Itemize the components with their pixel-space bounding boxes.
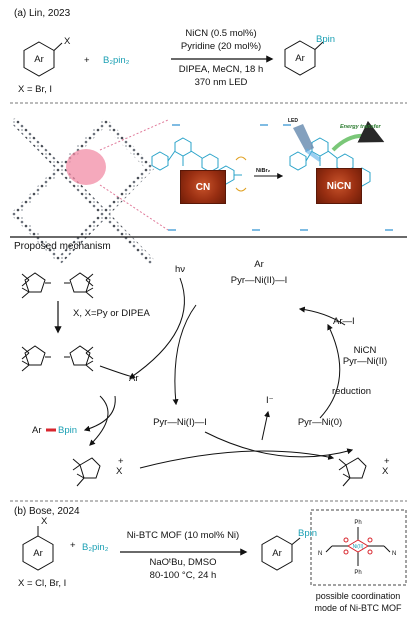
section-b-header: (b) Bose, 2024 (14, 506, 80, 517)
inset-ph-top: Ph (354, 520, 362, 526)
reactant-a-substituent: X (64, 36, 71, 47)
inset-ni-center: Ni(II) (352, 544, 364, 550)
b2pin2-a: B₂pin₂ (103, 55, 130, 66)
boryl-byproduct-charge-right: + (384, 456, 390, 467)
reactant-b-benzene (22, 526, 54, 571)
oxidative-addition-arrow (298, 306, 346, 326)
temperature-condition: 80-100 °C, 24 h (149, 570, 217, 581)
inset-n-right: N (392, 551, 397, 557)
lewis-base-label: X, X=Py or DIPEA (73, 308, 150, 319)
nicn-material-image: NiCN (316, 168, 362, 204)
inset-caption-line2: mode of Ni-BTC MOF (314, 603, 402, 613)
light-condition: 370 nm LED (194, 77, 248, 88)
nicn-mechanism-label: NiCN (353, 345, 377, 356)
ni2-aryl-complex: Pyr—Ni(II)—I (230, 275, 288, 286)
hv-label: hν (175, 264, 186, 275)
base-solvent-condition: NaOᵗBu, DMSO (149, 557, 217, 568)
section-a-header: (a) Lin, 2023 (14, 8, 71, 19)
product-b-benzene (261, 535, 301, 571)
product-a-bpin: Bpin (316, 34, 336, 45)
coordination-inset-frame (310, 509, 407, 586)
cn-label: CN (195, 181, 211, 193)
product-a-ring-label: Ar (295, 53, 305, 64)
cycle-ni0-to-ni2-arrow (319, 323, 341, 419)
mof-lattice (11, 118, 155, 264)
coordination-structure (325, 527, 391, 566)
nibr2-label: NiBr₂ (256, 168, 271, 174)
substrate-scope-a: X = Br, I (18, 84, 53, 95)
reactant-a-benzene (23, 41, 63, 77)
ni1-to-ni0-arrow (204, 431, 354, 458)
product-ar: Ar (32, 425, 42, 436)
blue-dashes (168, 124, 393, 231)
iodide-arrow (261, 410, 270, 441)
cn-material-image: CN (180, 170, 226, 204)
product-b-ring-label: Ar (272, 548, 282, 559)
zoom-line-bottom (99, 184, 169, 231)
catalyst-condition: NiCN (0.5 mol%) (185, 28, 257, 39)
hv-arrow (129, 277, 185, 379)
coupling-arrow (83, 395, 116, 432)
adduct-to-radical-arrow (99, 365, 134, 378)
plus-sign-a: + (84, 55, 90, 66)
ni1-complex: Pyr—Ni(I)—I (153, 417, 207, 428)
ni0-complex: Pyr—Ni(0) (297, 417, 343, 428)
aryl-iodide: Ar—I (333, 316, 355, 327)
energy-transfer-label: Energy transfer (340, 124, 381, 130)
reactant-b-ring-label: Ar (33, 548, 43, 559)
aryl-radical: Ar (129, 373, 139, 384)
iodide-anion: I⁻ (266, 395, 274, 406)
nicn-label: NiCN (326, 180, 352, 192)
energy-transfer-arrow (331, 120, 385, 152)
zoom-line-top (99, 119, 169, 151)
solvent-condition: DIPEA, MeCN, 18 h (178, 64, 264, 75)
ni2-aryl-label: Ar (254, 259, 264, 270)
mof-catalyst-condition: Ni-BTC MOF (10 mol% Ni) (126, 530, 240, 541)
cycle-ni2-to-ni1-arrow (172, 304, 197, 406)
inset-ph-bottom: Ph (354, 570, 362, 576)
b2pin2-structure (21, 272, 94, 299)
plus-sign-b: + (70, 540, 76, 551)
reduction-label: reduction (332, 386, 372, 397)
boryl-radical-right (338, 457, 367, 487)
pyridine-condition: Pyridine (20 mol%) (180, 41, 262, 52)
boryl-byproduct-x-right: X (382, 466, 389, 477)
reactant-b-substituent: X (41, 516, 48, 527)
b2pin2-adduct-structure (21, 345, 94, 372)
substrate-scope-b: X = Cl, Br, I (18, 578, 67, 589)
product-a-benzene (284, 40, 324, 76)
lattice-highlight (66, 149, 106, 185)
product-bpin: Bpin (58, 425, 78, 436)
boryl-radical-left (72, 457, 101, 487)
reactant-a-ring-label: Ar (34, 54, 44, 65)
product-b-bpin: Bpin (298, 528, 318, 539)
inset-n-left: N (318, 551, 323, 557)
inset-caption-line1: possible coordination (315, 591, 401, 601)
mechanism-title: Proposed mechanism (14, 241, 111, 252)
led-label: LED (288, 118, 298, 124)
pyr-ni2-precatalyst: Pyr—Ni(II) (342, 356, 388, 367)
boryl-radical-to-product-arrow (139, 450, 335, 469)
led-beam (293, 124, 314, 152)
boryl-radical-x-left: X (116, 466, 123, 477)
boryl-radical-charge-left: + (118, 456, 124, 467)
b2pin2-b: B₂pin₂ (82, 542, 109, 553)
